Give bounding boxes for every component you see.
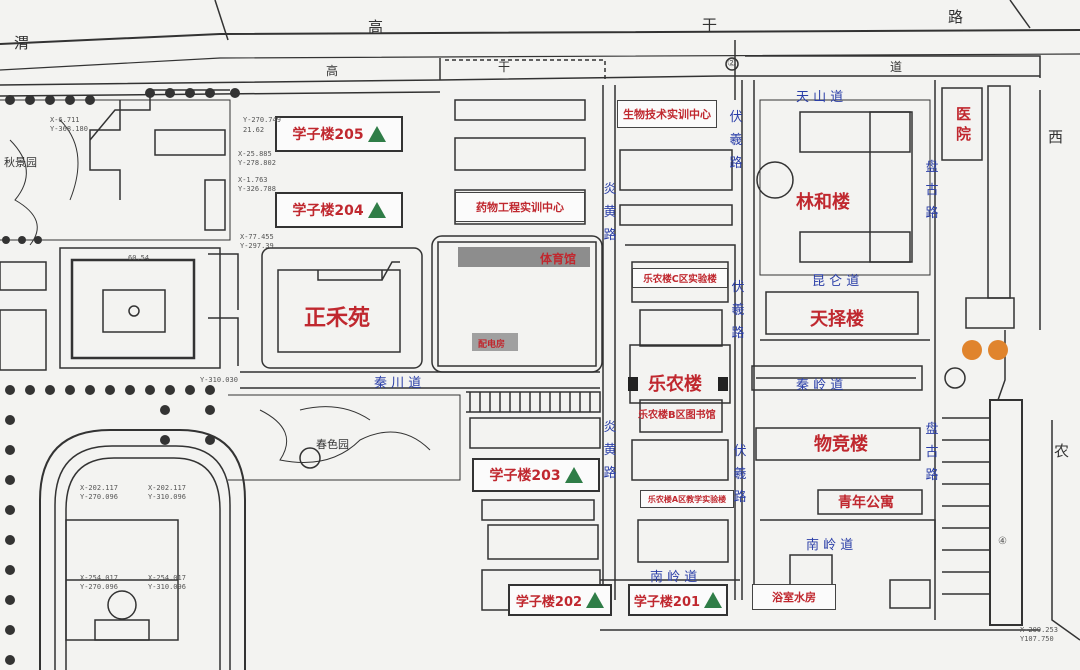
survey-annotation: Y-310.096 [148,493,186,501]
road-weigao-gao: 高 [368,18,384,36]
road-yanhuang-lower: 炎黄路 [603,420,617,481]
survey-annotation: Y-270.749 [243,116,281,124]
survey-annotation: X-202.117 [148,484,186,492]
entrance-marker-icon [962,340,982,360]
road-inner-gan: 干 [498,60,511,74]
road-qinchuan: 秦 川 道 [374,376,422,391]
building-xuezi203[interactable]: 学子楼203 [472,458,600,492]
building-xuezi201-label: 学子楼201 [633,594,701,610]
dormitory-marker-icon [367,202,386,218]
building-xuezi205-label: 学子楼205 [292,127,364,143]
road-qinling: 秦 岭 道 [796,378,844,393]
road-inner-gao: 高 [326,64,339,78]
building-shengwu-label: 生物技术实训中心 [623,108,711,121]
building-lenong-c-label: 乐农楼C区实验楼 [643,274,717,285]
road-inner-dao: 道 [890,60,903,74]
building-wujing[interactable]: 物竞楼 [814,434,868,455]
dormitory-marker-icon [564,467,583,483]
garden-qiujing: 秋景园 [4,156,37,169]
building-lenong-a-label: 乐农楼A区教学实验楼 [647,494,727,504]
survey-annotation: Y-297.39 [240,242,274,250]
road-fuxi-mid: 伏羲路 [731,280,745,341]
road-weigao-wei: 渭 [14,34,30,52]
circled-number: ② [727,58,736,69]
building-lenong[interactable]: 乐农楼 [648,374,702,395]
survey-annotation: X-1.763 [238,176,268,184]
survey-annotation: Y-270.096 [80,493,118,501]
circled-number: ④ [998,536,1007,547]
survey-annotation: Y107.750 [1020,635,1054,643]
road-fuxi-upper: 伏羲路 [729,110,743,171]
survey-annotation: 21.62 [243,126,265,134]
survey-annotation: X-77.455 [240,233,274,241]
road-pangu-lower: 盘古路 [925,422,939,483]
dormitory-marker-icon [704,592,723,608]
entrance-marker-icon [988,340,1008,360]
building-xuezi203-label: 学子楼203 [489,468,561,484]
building-yaowu-label: 药物工程实训中心 [476,201,564,214]
survey-annotation: Y-326.788 [238,185,276,193]
dormitory-marker-icon [367,126,386,142]
building-tianze[interactable]: 天择楼 [810,309,864,330]
survey-annotation: X-6.711 [50,116,80,124]
survey-annotation: X-254.017 [148,574,186,582]
survey-annotation: Y-310.030 [200,376,238,384]
dormitory-marker-icon [586,592,605,608]
building-linhe[interactable]: 林和楼 [796,192,850,213]
building-lenong-a[interactable]: 乐农楼A区教学实验楼 [640,490,734,508]
road-tianshan: 天 山 道 [796,90,844,105]
survey-annotation: X-209.253 [1020,626,1058,634]
survey-annotation: 60.54 [128,254,150,262]
survey-annotation: Y-368.180 [50,125,88,133]
road-weigao-gan: 干 [702,16,718,34]
building-yiyuan[interactable]: 医院 [956,105,972,143]
building-lenong-c[interactable]: 乐农楼C区实验楼 [632,268,728,288]
building-qingnian[interactable]: 青年公寓 [838,495,894,511]
building-xuezi205[interactable]: 学子楼205 [275,116,403,152]
building-yushi[interactable]: 浴室水房 [752,584,836,610]
building-xuezi204-label: 学子楼204 [292,203,364,219]
building-lenong-b[interactable]: 乐农楼B区图书馆 [638,410,716,421]
building-yushi-label: 浴室水房 [772,591,816,604]
road-nanling-bottom: 南 岭 道 [650,570,698,585]
road-xi: 西 [1048,128,1064,146]
building-peidianfang[interactable]: 配电房 [478,340,506,350]
survey-annotation: Y-270.096 [80,583,118,591]
building-xuezi202-label: 学子楼202 [515,594,583,610]
building-tiyuguan[interactable]: 体育馆 [540,252,577,266]
road-nanling-right: 南 岭 道 [806,538,854,553]
road-nong: 农 [1054,442,1070,460]
road-pangu-upper: 盘古路 [925,160,939,221]
road-fuxi-lower: 伏羲路 [733,444,747,505]
road-yanhuang-upper: 炎黄路 [603,182,617,243]
building-shengwu[interactable]: 生物技术实训中心 [617,100,717,128]
survey-annotation: Y-310.096 [148,583,186,591]
building-xuezi202[interactable]: 学子楼202 [508,584,612,616]
building-zhengmoyuan[interactable]: 正禾苑 [304,306,371,331]
building-xuezi204[interactable]: 学子楼204 [275,192,403,228]
survey-annotation: X-254.017 [80,574,118,582]
garden-chunse: 春色园 [316,438,349,451]
building-yaowu[interactable]: 药物工程实训中心 [455,192,585,222]
road-kunlun: 昆 仑 道 [812,274,860,289]
survey-annotation: Y-278.802 [238,159,276,167]
building-xuezi201[interactable]: 学子楼201 [628,584,728,616]
survey-annotation: X-202.117 [80,484,118,492]
road-weigao-lu: 路 [948,8,964,26]
survey-annotation: X-25.885 [238,150,272,158]
